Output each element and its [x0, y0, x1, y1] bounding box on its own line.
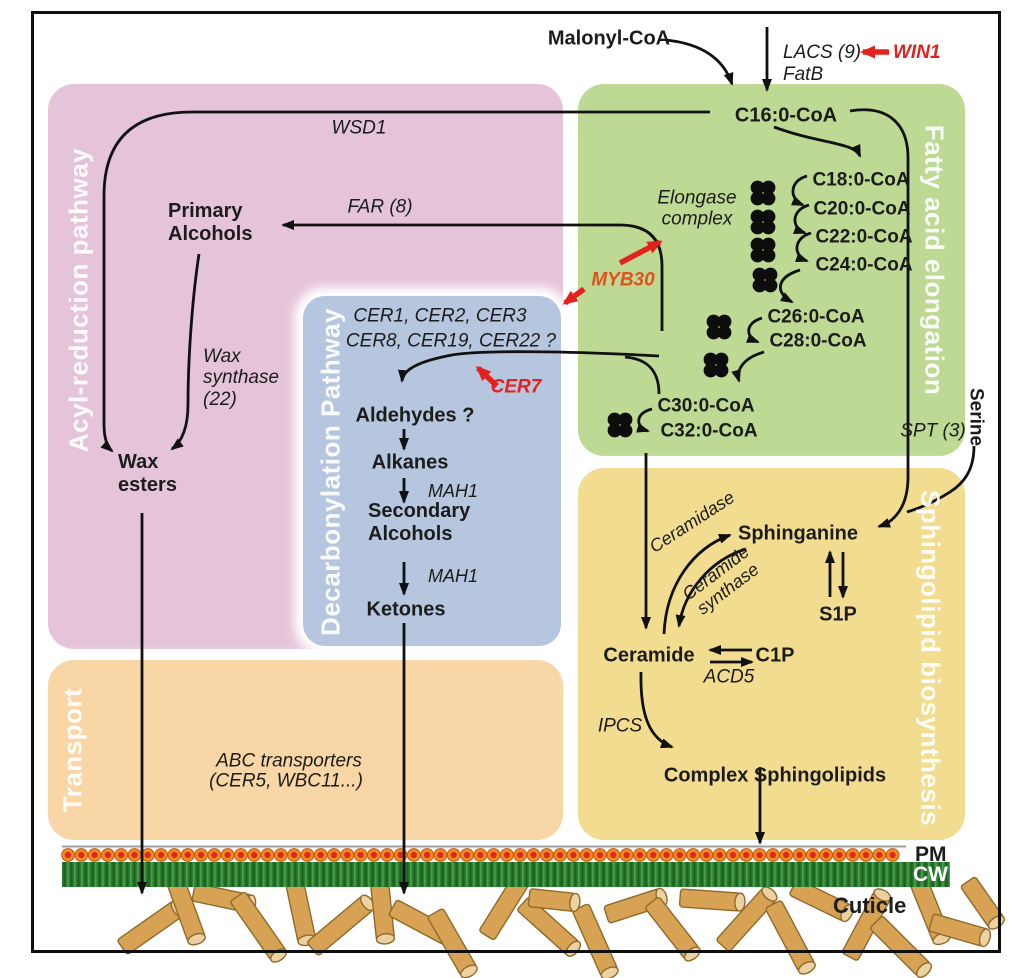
cuticle-wax-crystals: [117, 869, 1005, 978]
abc-transporters-line1: ABC transporters: [216, 750, 362, 772]
c22-coa-label: C22:0-CoA: [815, 226, 913, 248]
region-title-transport: Transport: [57, 687, 88, 813]
c1p-label: C1P: [755, 644, 795, 667]
acd5-label: ACD5: [703, 666, 755, 688]
arrow-wsd1-to-wax-esters: [100, 110, 710, 453]
mah1-label-1: MAH1: [428, 481, 479, 501]
wsd1-label: WSD1: [331, 117, 387, 139]
arrow-elongase-step2: [792, 203, 810, 235]
myb30-arrow-up: [618, 239, 663, 266]
arrow-elongase-step3: [794, 231, 812, 263]
plasma-membrane-beads: [61, 848, 900, 862]
arrow-c16-to-c18: [773, 125, 862, 158]
elongase-complex-icons: [607, 180, 778, 438]
arrow-elongase-step1: [790, 174, 808, 207]
region-transport: [48, 660, 563, 840]
lacs-label: LACS (9): [783, 42, 862, 63]
c28-coa-label: C28:0-CoA: [769, 330, 867, 352]
cer7-label: CER7: [490, 376, 542, 398]
ceramide-label: Ceramide: [603, 644, 695, 667]
cell-wall-band: [62, 862, 950, 887]
region-decarbonylation: [303, 296, 561, 646]
arrow-far-to-primary-alcohols: [281, 220, 664, 331]
region-sphingolipid: [578, 468, 965, 840]
black-arrows: [100, 27, 976, 895]
region-title-acyl-reduction: Acyl-reduction pathway: [63, 147, 94, 453]
far-label: FAR (8): [347, 196, 413, 218]
arrow-elongation-to-aldehydes: [397, 350, 660, 383]
pm-label: PM: [915, 843, 947, 866]
arrow-c16-to-sphinganine: [849, 108, 910, 528]
red-regulator-arrows: [475, 45, 889, 388]
region-title-sphingolipid: Sphingolipid biosynthesis: [915, 489, 946, 827]
c20-coa-label: C20:0-CoA: [813, 198, 911, 220]
malonyl-coa-label: Malonyl-CoA: [547, 27, 671, 50]
cer-genes-line1: CER1, CER2, CER3: [353, 305, 527, 327]
line-serine-merge: [906, 445, 976, 514]
cer-genes-line2: CER8, CER19, CER22 ?: [345, 330, 557, 352]
wax-esters-label: Wax esters: [118, 451, 177, 496]
fatb-label: FatB: [783, 64, 824, 85]
ipcs-label: IPCS: [597, 715, 643, 737]
c26-coa-label: C26:0-CoA: [767, 306, 865, 328]
serine-label: Serine: [965, 387, 987, 447]
arrow-malonyl-to-c16: [665, 38, 734, 86]
arrow-ceramidase: [662, 533, 732, 635]
c16-coa-label: C16:0-CoA: [734, 104, 838, 127]
s1p-label: S1P: [819, 603, 857, 626]
spt-label: SPT (3): [900, 420, 966, 442]
win1-label: WIN1: [893, 42, 941, 63]
cw-label: CW: [913, 863, 948, 886]
ketones-label: Ketones: [366, 598, 446, 621]
cuticle-label: Cuticle: [833, 893, 907, 918]
c24-coa-label: C24:0-CoA: [815, 254, 913, 276]
arrow-elongase-step5: [745, 316, 763, 344]
arrow-elongase-step6: [731, 350, 765, 383]
complex-sphingolipids-label: Complex Sphingolipids: [663, 764, 887, 787]
arrow-wax-synthase-to-wax-esters: [170, 253, 201, 451]
wax-synthase-label: Wax synthase (22): [203, 346, 280, 410]
c32-coa-label: C32:0-CoA: [660, 420, 758, 442]
arrow-elongase-step7: [636, 407, 653, 433]
region-title-decarbonylation: Decarbonylation Pathway: [315, 308, 346, 636]
myb30-arrow-down: [562, 286, 586, 306]
arrow-ipcs: [639, 671, 674, 749]
c30-coa-label: C30:0-CoA: [657, 395, 755, 417]
primary-alcohols-label: Primary Alcohols: [168, 200, 253, 245]
line-branch-to-c30: [624, 355, 661, 395]
arrow-ceramide-synthase: [675, 547, 747, 628]
arrow-elongase-step4: [779, 268, 801, 304]
cer7-arrow: [475, 365, 499, 388]
elongase-complex-label: Elongase complex: [657, 187, 737, 230]
abc-transporters-line2: (CER5, WBC11...): [209, 770, 363, 792]
region-title-fatty-acid-elongation: Fatty acid elongation: [919, 124, 950, 396]
mah1-label-2: MAH1: [428, 566, 479, 586]
sphinganine-label: Sphinganine: [738, 522, 858, 545]
c18-coa-label: C18:0-CoA: [812, 169, 910, 191]
myb30-label: MYB30: [591, 269, 655, 291]
alkanes-label: Alkanes: [371, 451, 449, 474]
aldehydes-label: Aldehydes ?: [355, 404, 475, 427]
secondary-alcohols-label: Secondary Alcohols: [368, 500, 471, 545]
